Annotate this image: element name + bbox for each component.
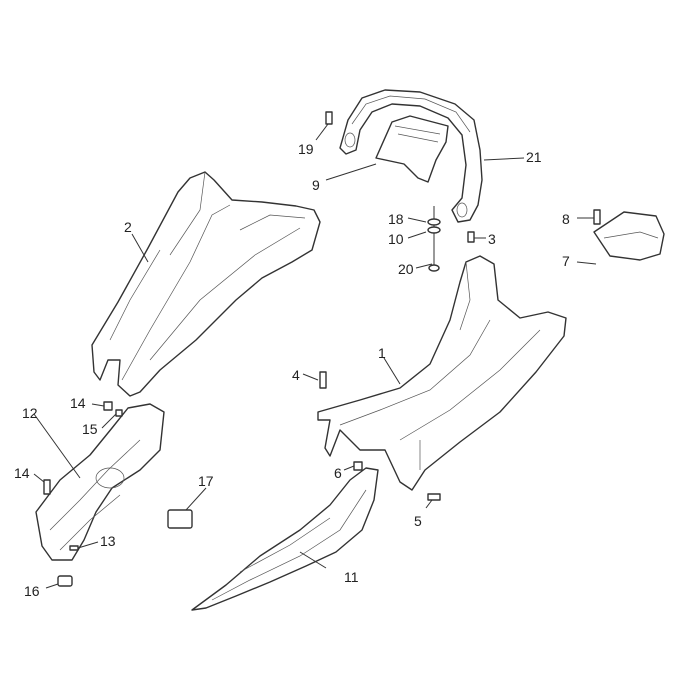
- callout-12: 12: [22, 405, 38, 421]
- part-17-block: [167, 509, 193, 529]
- callout-9: 9: [312, 177, 320, 193]
- part-16-clip: [57, 575, 73, 587]
- leader-lines: [33, 123, 597, 589]
- callout-14-upper: 14: [70, 395, 86, 411]
- callout-3: 3: [488, 231, 496, 247]
- screw-5: [427, 493, 441, 501]
- callout-15: 15: [82, 421, 98, 437]
- screw-15: [115, 409, 123, 417]
- screw-14a: [103, 401, 113, 411]
- callout-20: 20: [398, 261, 414, 277]
- part-21-grab-rail: [339, 89, 483, 223]
- callout-17: 17: [198, 473, 214, 489]
- callout-11: 11: [344, 569, 359, 585]
- screw-8: [593, 209, 601, 225]
- callout-4: 4: [292, 367, 300, 383]
- callout-2: 2: [124, 219, 132, 235]
- part-2-left-side-panel: [91, 171, 321, 397]
- callout-14-lower: 14: [14, 465, 30, 481]
- callout-6: 6: [334, 465, 342, 481]
- callout-21: 21: [526, 149, 542, 165]
- part-12-lower-inner-panel: [35, 403, 165, 561]
- callout-16: 16: [24, 583, 40, 599]
- part-9-inner-cover: [375, 115, 449, 183]
- callout-labels: 1 2 3 4 5 6 7 8 9 10 11 12 13 14 14 15 1…: [14, 141, 570, 599]
- callout-1: 1: [378, 345, 386, 361]
- part-7-small-cover: [593, 211, 665, 261]
- callout-7: 7: [562, 253, 570, 269]
- callout-5: 5: [414, 513, 422, 529]
- part-20-post: [427, 206, 441, 272]
- screw-4: [319, 371, 327, 389]
- callout-18: 18: [388, 211, 404, 227]
- callout-8: 8: [562, 211, 570, 227]
- screw-14b: [43, 479, 51, 495]
- screw-6: [353, 461, 363, 471]
- screw-13: [69, 545, 79, 551]
- callout-10: 10: [388, 231, 404, 247]
- part-11-lower-panel: [191, 467, 379, 611]
- callout-19: 19: [298, 141, 314, 157]
- callout-13: 13: [100, 533, 116, 549]
- screw-19: [325, 111, 333, 125]
- part-1-right-side-panel: [317, 255, 567, 491]
- screw-3: [467, 231, 475, 243]
